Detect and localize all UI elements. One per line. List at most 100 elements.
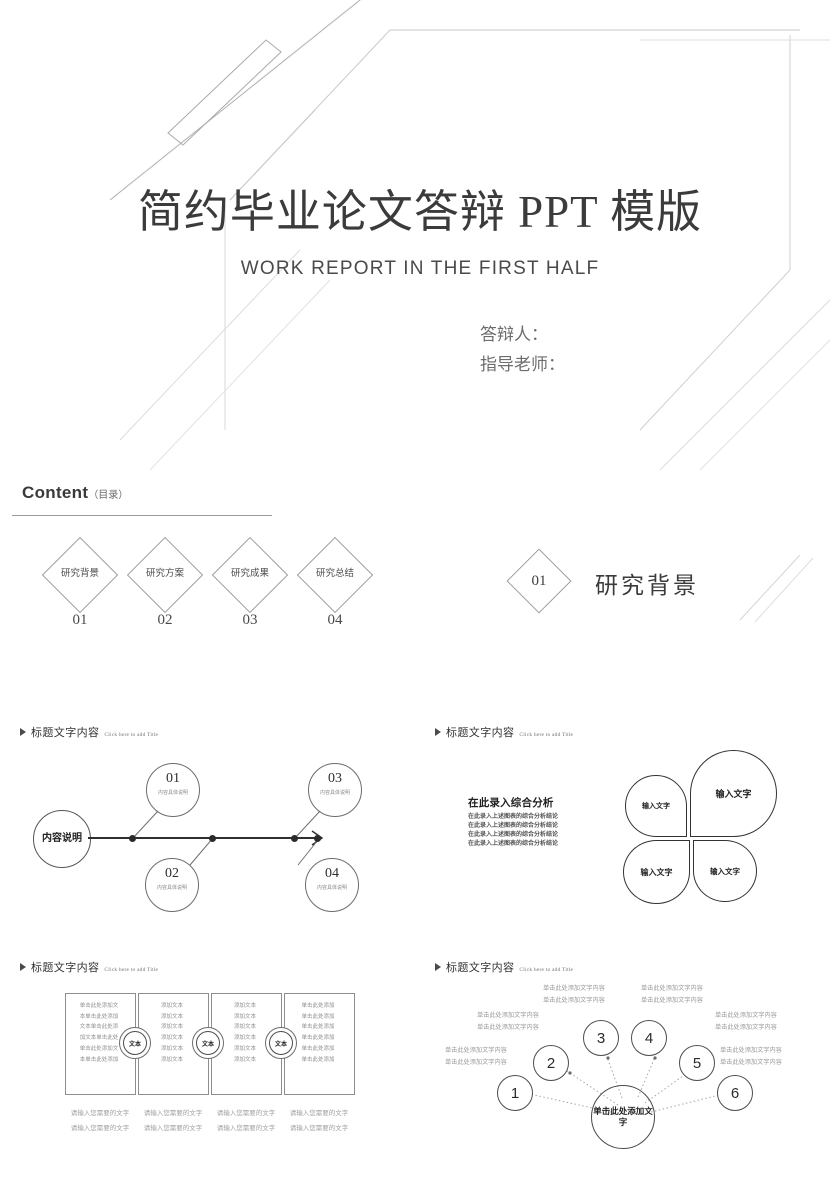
panel-text-3: 添加文本 添加文本 添加文本 添加文本 添加文本 添加文本	[206, 1001, 284, 1065]
fishbone-bubble-num-02: 02	[165, 866, 179, 881]
radial-node-num-2: 2	[546, 1054, 556, 1072]
toc-diamond-4[interactable]: 研究总结	[296, 536, 374, 614]
petal-top-right[interactable]: 输入文字	[690, 750, 777, 837]
toc-label-3: 研究成果	[230, 569, 269, 580]
fishbone-joint-2	[209, 834, 216, 842]
fishbone-bubble-desc-03: 内容具体说明	[319, 790, 350, 796]
content-heading-en: Content	[22, 483, 89, 502]
fishbone-bubble-num-04: 04	[325, 866, 339, 881]
triangle-bullet-icon	[435, 728, 441, 736]
toc-item-2[interactable]: 研究方案 02	[125, 536, 205, 629]
slide-header-en: Click here to add Title	[519, 732, 574, 738]
radial-node-1[interactable]: 1	[497, 1075, 533, 1111]
radial-label-5: 单击此处添加文字内容 单击此处添加文字内容	[715, 1010, 825, 1034]
radial-label-5-line-2: 单击此处添加文字内容	[715, 1023, 777, 1031]
fishbone-start-label: 内容说明	[42, 832, 82, 844]
fishbone-bubble-01[interactable]: 01 内容具体说明	[146, 763, 200, 817]
panel-2-line-5: 添加文本	[160, 1045, 183, 1052]
fishbone-bubble-02[interactable]: 02 内容具体说明	[145, 858, 199, 912]
title-slide: 简约毕业论文答辩 PPT 模版 WORK REPORT IN THE FIRST…	[0, 0, 830, 470]
panel-4-line-1: 单击此处添加	[301, 1003, 335, 1009]
toc-label-1: 研究背景	[60, 569, 99, 580]
radial-label-5-line-1: 单击此处添加文字内容	[715, 1012, 777, 1019]
radial-node-num-4: 4	[644, 1029, 654, 1047]
panel-caption-2: 请输入您需要的文字 请输入您需要的文字	[128, 1107, 218, 1137]
panel-2-line-1: 添加文本	[160, 1003, 183, 1009]
petal-label-top-left: 输入文字	[642, 803, 670, 810]
panel-text-4: 单击此处添加 单击此处添加 单击此处添加 单击此处添加 单击此处添加 单击此处添…	[279, 1001, 357, 1065]
radial-label-4-line-1: 单击此处添加文字内容	[641, 985, 703, 992]
panel-caption-3: 请输入您需要的文字 请输入您需要的文字	[201, 1107, 291, 1137]
toc-item-4[interactable]: 研究总结 04	[295, 536, 375, 629]
radial-node-6[interactable]: 6	[717, 1075, 753, 1111]
petal-bottom-left[interactable]: 输入文字	[623, 840, 690, 904]
radial-label-6-line-1: 单击此处添加文字内容	[720, 1047, 782, 1054]
radial-hub-label: 单击此处添加文字	[593, 1105, 653, 1127]
section-title: 研究背景	[595, 573, 699, 598]
fishbone-bubble-desc-01: 内容具体说明	[157, 790, 188, 796]
panel-circle-label-1: 文本	[123, 1031, 147, 1055]
panel-1-line-3: 文本单击此处添	[79, 1024, 119, 1031]
analysis-line-2: 在此录入上述图表的综合分析结论	[468, 823, 559, 829]
radial-node-3[interactable]: 3	[583, 1020, 619, 1056]
radial-node-num-6: 6	[730, 1084, 740, 1102]
section-number: 01	[531, 572, 547, 589]
panels-slide: 标题文字内容 Click here to add Title 单击此处添加文 本…	[0, 945, 415, 1187]
title-background-decor	[109, 0, 830, 470]
section-decor	[739, 554, 814, 623]
panel-3-line-1: 添加文本	[233, 1003, 256, 1009]
fishbone-bubble-desc-04: 内容具体说明	[316, 885, 347, 891]
fishbone-bubble-03[interactable]: 03 内容具体说明	[308, 763, 362, 817]
panel-2-line-6: 添加文本	[160, 1056, 183, 1063]
radial-label-1-line-2: 单击此处添加文字内容	[445, 1058, 507, 1066]
panel-caption-1: 请输入您需要的文字 请输入您需要的文字	[55, 1107, 145, 1137]
radial-node-num-1: 1	[510, 1084, 520, 1102]
panel-caption-2-line-1: 请输入您需要的文字	[143, 1110, 203, 1117]
radial-label-6: 单击此处添加文字内容 单击此处添加文字内容	[720, 1045, 830, 1069]
toc-label-4: 研究总结	[315, 569, 354, 580]
panel-caption-3-line-2: 请输入您需要的文字	[216, 1124, 276, 1132]
fishbone-joint-3	[291, 834, 298, 842]
fishbone-bubble-04[interactable]: 04 内容具体说明	[305, 858, 359, 912]
fishbone-lines	[88, 810, 324, 866]
radial-node-2[interactable]: 2	[533, 1045, 569, 1081]
triangle-bullet-icon	[20, 963, 26, 971]
toc-item-3[interactable]: 研究成果 03	[210, 536, 290, 629]
fishbone-joint-4	[314, 834, 321, 842]
toc-diamond-2[interactable]: 研究方案	[126, 536, 204, 614]
slide-header-cn: 标题文字内容	[31, 962, 100, 974]
radial-node-5[interactable]: 5	[679, 1045, 715, 1081]
panel-divider-circle-3[interactable]: 文本	[265, 1027, 297, 1059]
toc-diamond-1[interactable]: 研究背景	[41, 536, 119, 614]
radial-slide: 标题文字内容 Click here to add Title 单击此处添加文字 …	[415, 945, 830, 1187]
petal-top-left[interactable]: 输入文字	[625, 775, 687, 837]
petal-label-bottom-left: 输入文字	[640, 867, 673, 877]
panel-caption-1-line-2: 请输入您需要的文字	[70, 1124, 130, 1132]
toc-number-3: 03	[242, 612, 258, 628]
radial-label-1-line-1: 单击此处添加文字内容	[445, 1047, 507, 1054]
panel-4-line-4: 单击此处添加	[301, 1035, 335, 1042]
analysis-heading: 在此录入综合分析	[468, 797, 554, 809]
toc-label-2: 研究方案	[145, 569, 184, 580]
fishbone-bubble-desc-02: 内容具体说明	[156, 885, 187, 891]
radial-node-num-3: 3	[596, 1029, 606, 1047]
toc-number-4: 04	[327, 612, 343, 628]
slide-header-en: Click here to add Title	[104, 732, 159, 738]
slide-header-radial: 标题文字内容 Click here to add Title	[435, 959, 573, 975]
radial-label-4: 单击此处添加文字内容 单击此处添加文字内容	[641, 983, 751, 1007]
panel-divider-circle-2[interactable]: 文本	[192, 1027, 224, 1059]
section-divider-slide: 01 研究背景	[415, 470, 830, 710]
petal-bottom-right[interactable]: 输入文字	[693, 840, 757, 902]
toc-diamond-3[interactable]: 研究成果	[211, 536, 289, 614]
fishbone-bubble-num-01: 01	[166, 771, 180, 786]
slide-header-fishbone: 标题文字内容 Click here to add Title	[20, 724, 158, 740]
radial-hub[interactable]: 单击此处添加文字	[591, 1085, 655, 1149]
triangle-bullet-icon	[435, 963, 441, 971]
radial-node-4[interactable]: 4	[631, 1020, 667, 1056]
petal-label-bottom-right: 输入文字	[710, 866, 740, 876]
panel-caption-3-line-1: 请输入您需要的文字	[216, 1110, 276, 1117]
panel-divider-circle-1[interactable]: 文本	[119, 1027, 151, 1059]
toc-item-1[interactable]: 研究背景 01	[40, 536, 120, 629]
panel-caption-1-line-1: 请输入您需要的文字	[70, 1110, 130, 1117]
panel-1-line-2: 本单击此处添加	[79, 1013, 119, 1020]
